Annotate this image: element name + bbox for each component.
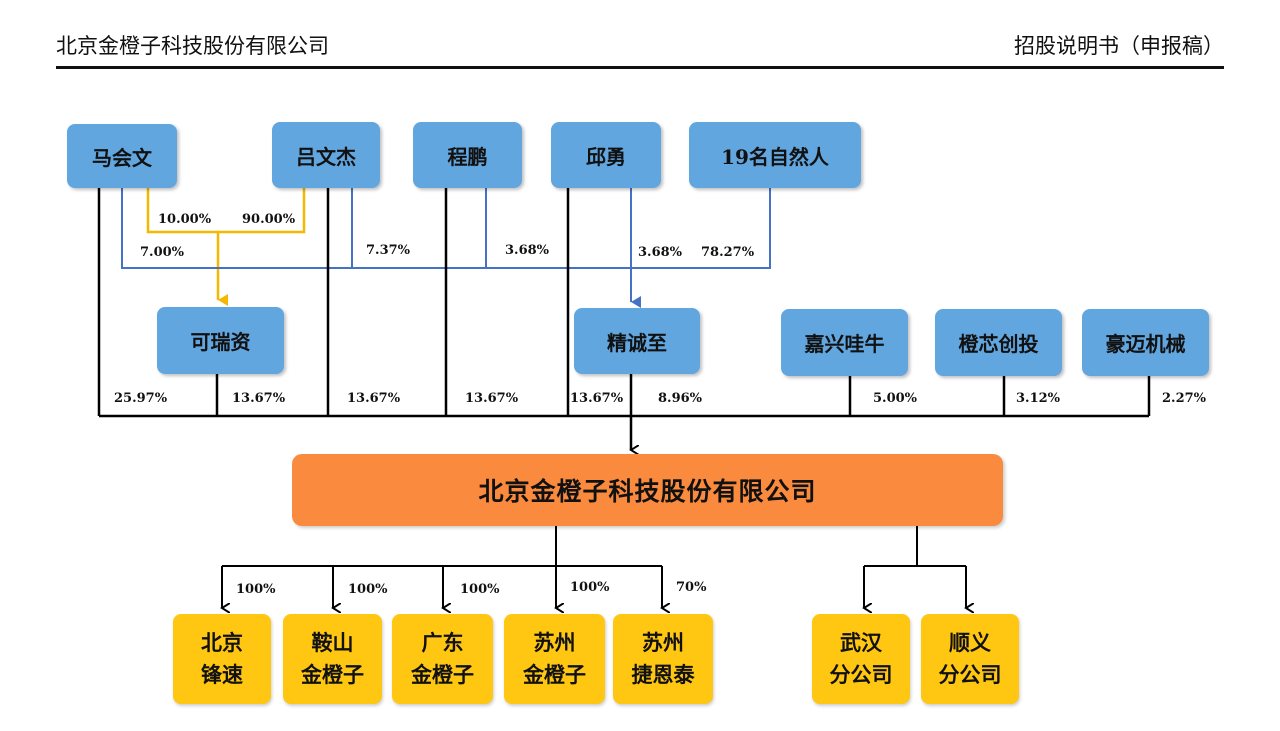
subsidiary-line2: 锋速	[201, 662, 243, 687]
main-company: 北京金橙子科技股份有限公司	[292, 454, 1003, 526]
shareholder-lv-wenjie: 吕文杰	[272, 122, 380, 188]
subsidiary-anshan-jinchengzi: 鞍山金橙子	[283, 614, 382, 704]
shareholder-kerui: 可瑞资	[157, 307, 284, 374]
pct-lv-to-kerui: 90.00%	[242, 212, 296, 227]
header-document-type: 招股说明书（申报稿）	[1014, 34, 1224, 58]
pct-sub-beijing: 100%	[236, 582, 276, 597]
pct-haomai-direct: 2.27%	[1162, 391, 1207, 406]
pct-sub-suzhou: 100%	[570, 580, 610, 595]
kerui-ownership-lines	[146, 188, 306, 306]
subsidiary-line1: 鞍山	[311, 630, 354, 655]
pct-kerui-direct: 13.67%	[232, 391, 286, 406]
subsidiary-line1: 北京	[201, 630, 243, 655]
shareholder-jingchengzhi: 精诚至	[574, 308, 700, 374]
subsidiary-guangdong-jinchengzi: 广东金橙子	[392, 614, 493, 704]
branch-line1: 武汉	[840, 630, 882, 655]
pct-ma-to-kerui: 10.00%	[158, 212, 212, 227]
pct-sub-guangdong: 100%	[460, 582, 500, 597]
header-company-name: 北京金橙子科技股份有限公司	[56, 34, 329, 58]
pct-lv-to-jingchengzhi: 7.37%	[366, 243, 411, 258]
shareholder-chengxin-chuangtou: 橙芯创投	[935, 309, 1062, 376]
branch-line2: 分公司	[938, 662, 1002, 687]
shareholder-jiaxing-waniu: 嘉兴哇牛	[781, 309, 908, 376]
pct-sub-anshan: 100%	[348, 582, 388, 597]
pct-cheng-to-jingchengzhi: 3.68%	[505, 243, 550, 258]
pct-jiaxing-direct: 5.00%	[873, 391, 918, 406]
pct-natural-to-jingchengzhi: 78.27%	[701, 245, 755, 260]
pct-sub-jieentai: 70%	[676, 580, 707, 595]
subsidiary-line2: 金橙子	[523, 662, 586, 687]
subsidiary-suzhou-jinchengzi: 苏州金橙子	[504, 614, 605, 704]
pct-lv-direct: 13.67%	[347, 391, 401, 406]
pct-ma-direct: 25.97%	[114, 391, 168, 406]
subsidiary-line1: 苏州	[642, 630, 684, 655]
subsidiary-beijing-fengsu: 北京锋速	[173, 614, 271, 704]
pct-cheng-direct: 13.67%	[465, 391, 519, 406]
pct-qiu-to-jingchengzhi: 3.68%	[638, 245, 683, 260]
branch-shunyi: 顺义分公司	[921, 614, 1019, 704]
subsidiary-line2: 金橙子	[411, 662, 474, 687]
shareholder-cheng-peng: 程鹏	[413, 122, 522, 188]
subsidiary-line1: 广东	[421, 630, 464, 655]
pct-jingchengzhi-direct: 8.96%	[658, 391, 703, 406]
subsidiary-suzhou-jieentai: 苏州捷恩泰	[613, 614, 713, 704]
shareholder-qiu-yong: 邱勇	[551, 122, 661, 188]
pct-qiu-direct: 13.67%	[570, 391, 624, 406]
branch-line2: 分公司	[829, 662, 893, 687]
pct-ma-to-jingchengzhi: 7.00%	[140, 245, 185, 260]
direct-ownership-lines	[97, 188, 1151, 450]
subsidiary-lines	[222, 526, 966, 608]
subsidiary-line2: 捷恩泰	[631, 662, 695, 687]
shareholder-19-natural-persons: 19名自然人	[689, 122, 861, 188]
page-header: 北京金橙子科技股份有限公司 招股说明书（申报稿）	[56, 26, 1224, 69]
shareholder-ma-huiwen: 马会文	[67, 124, 177, 188]
subsidiary-line1: 苏州	[533, 630, 576, 655]
shareholder-haomai-jixie: 豪迈机械	[1082, 309, 1209, 376]
pct-chengxin-direct: 3.12%	[1016, 391, 1061, 406]
branch-line1: 顺义	[949, 630, 991, 655]
branch-wuhan: 武汉分公司	[812, 614, 910, 704]
subsidiary-line2: 金橙子	[301, 662, 364, 687]
